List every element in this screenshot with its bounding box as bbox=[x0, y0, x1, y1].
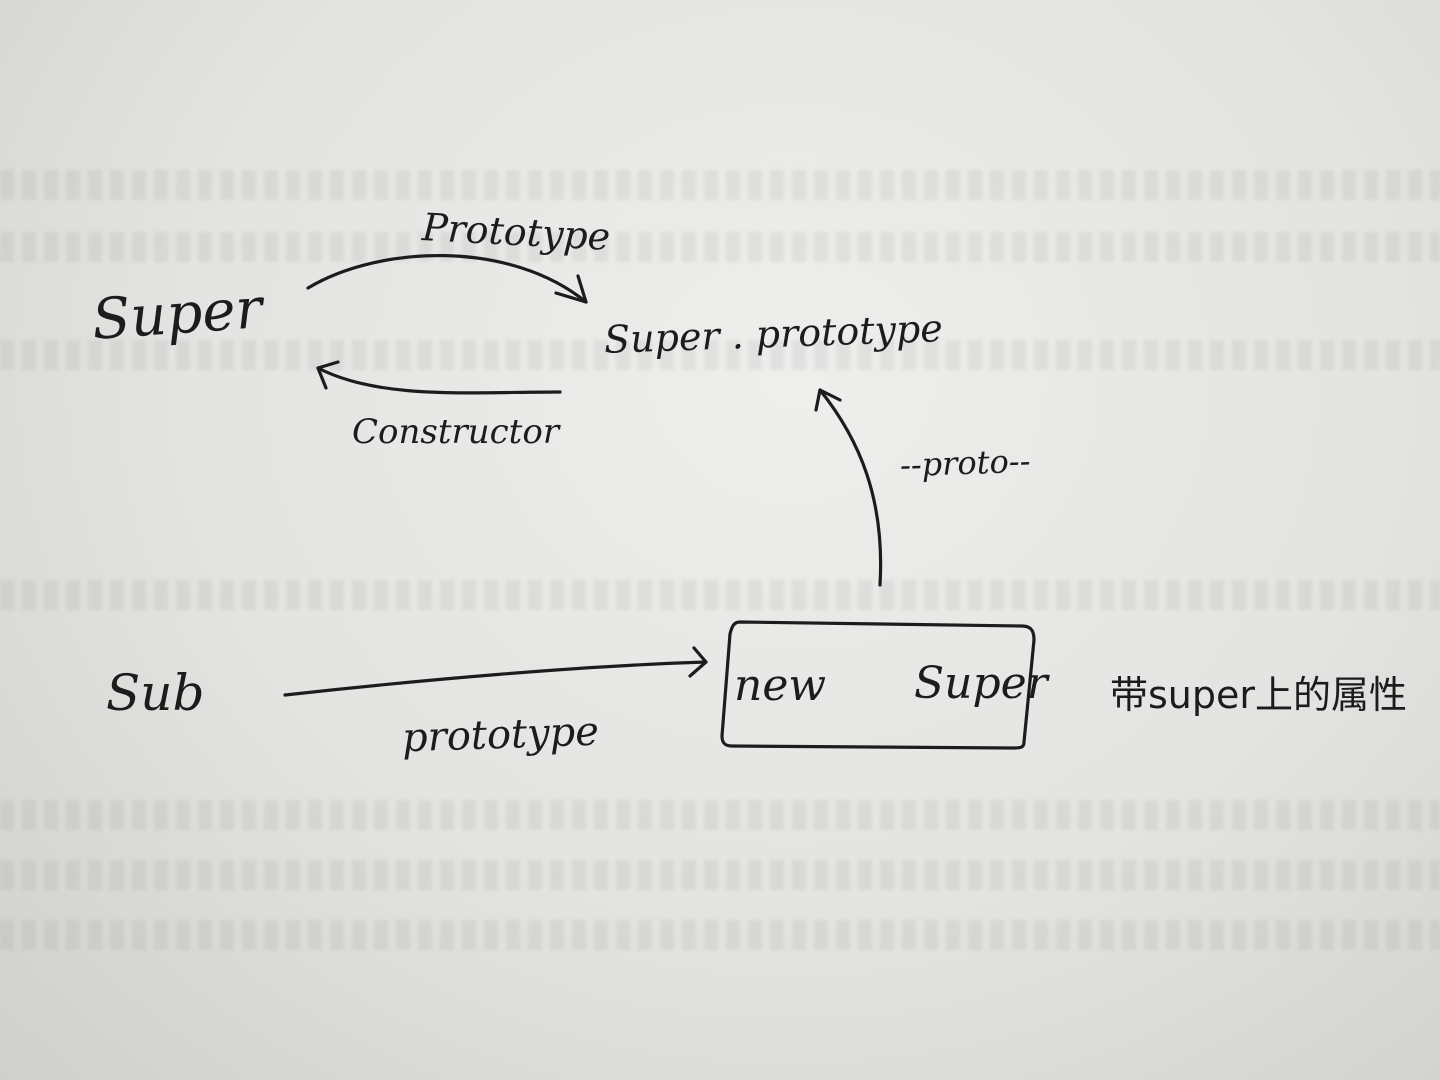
arrowhead-sub-to-instance bbox=[688, 646, 708, 678]
arrow-sub-to-instance bbox=[283, 660, 708, 697]
node-instance-new: new bbox=[734, 660, 827, 711]
bleed-through-line bbox=[0, 920, 1440, 950]
node-instance-super: Super bbox=[914, 658, 1048, 709]
bleed-through-line bbox=[0, 340, 1440, 370]
arrow-instance-to-prototype bbox=[818, 388, 883, 587]
instance-box bbox=[720, 620, 1036, 750]
edge-label-dunder-proto: --proto-- bbox=[899, 441, 1032, 485]
arrowhead-prototype-to-super bbox=[316, 360, 340, 390]
bleed-through-line bbox=[0, 232, 1440, 262]
arrow-prototype-to-super bbox=[316, 366, 562, 395]
arrowhead-super-to-prototype bbox=[554, 274, 588, 304]
node-sub: Sub bbox=[106, 664, 205, 722]
annotation-note: 带super上的属性 bbox=[1110, 673, 1408, 717]
bleed-through-line bbox=[0, 800, 1440, 830]
arrowhead-instance-to-prototype bbox=[814, 388, 842, 412]
bleed-through-line bbox=[0, 580, 1440, 610]
node-super: Super bbox=[89, 276, 265, 353]
bleed-through-line bbox=[0, 860, 1440, 890]
arrow-super-to-prototype bbox=[306, 254, 588, 304]
edge-label-sub-prototype: prototype bbox=[401, 708, 600, 762]
bleed-through-line bbox=[0, 170, 1440, 200]
edge-label-constructor: Constructor bbox=[352, 412, 560, 452]
